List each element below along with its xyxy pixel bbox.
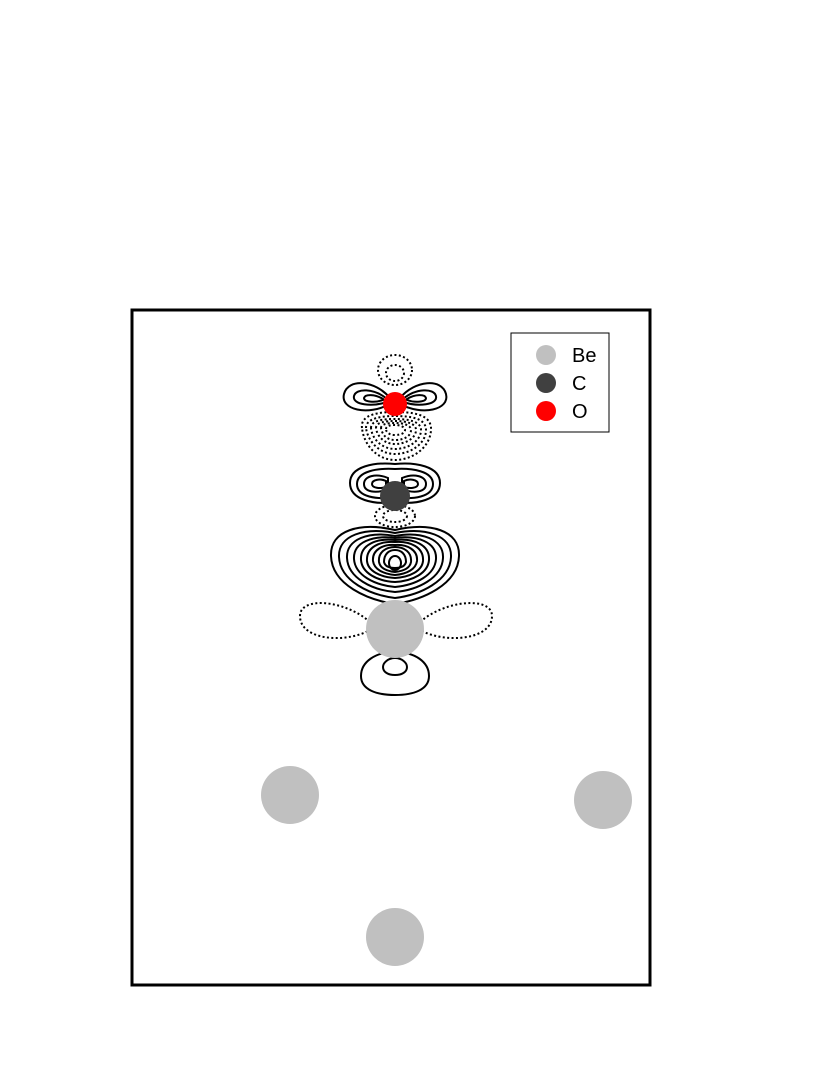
contour-line — [379, 421, 413, 442]
contour-line — [359, 650, 431, 697]
oxygen-contours — [342, 354, 448, 462]
contour-line — [382, 548, 408, 570]
contour-line — [374, 504, 416, 528]
beryllium-atom-icon — [574, 771, 632, 829]
carbon-legend-icon — [536, 373, 556, 393]
contour-line — [359, 538, 431, 584]
contour-line — [406, 394, 428, 403]
beryllium-legend-icon — [536, 345, 556, 365]
contour-line — [385, 364, 405, 382]
contour-line — [360, 410, 433, 462]
contour-line — [345, 533, 445, 594]
contour-line — [352, 389, 388, 406]
beryllium-atom-icon — [366, 908, 424, 966]
legend-label-o: O — [572, 401, 588, 423]
contour-line — [369, 417, 423, 451]
legend-box — [510, 332, 610, 433]
legend: Be C O — [510, 332, 610, 433]
contour-line — [402, 389, 438, 406]
contour-line — [381, 656, 409, 677]
atoms — [261, 392, 632, 966]
contour-line — [419, 602, 494, 640]
carbon-atom-icon — [380, 481, 410, 511]
contour-line — [342, 382, 391, 412]
bond-contours — [329, 526, 461, 606]
contour-line — [388, 555, 402, 571]
contour-line — [374, 419, 418, 446]
beryllium-contours — [298, 602, 494, 697]
oxygen-atom-icon — [383, 392, 407, 416]
contour-line — [298, 602, 371, 640]
contour-line — [352, 536, 438, 589]
beryllium-atom-icon — [366, 600, 424, 658]
contour-line — [399, 382, 448, 412]
legend-label-c: C — [572, 373, 586, 395]
contour-line — [377, 545, 413, 574]
contour-line — [384, 423, 407, 437]
legend-item-o: O — [536, 401, 588, 423]
contour-line — [362, 394, 384, 403]
legend-label-be: Be — [572, 345, 596, 367]
contour-line — [377, 354, 413, 386]
contour-line — [337, 530, 453, 600]
contour-line — [365, 540, 425, 580]
beryllium-atom-icon — [261, 766, 319, 824]
oxygen-legend-icon — [536, 401, 556, 421]
contour-line — [382, 509, 408, 523]
legend-item-c: C — [536, 373, 586, 395]
contour-line — [371, 543, 419, 577]
legend-item-be: Be — [536, 345, 596, 367]
contour-line — [364, 414, 428, 456]
